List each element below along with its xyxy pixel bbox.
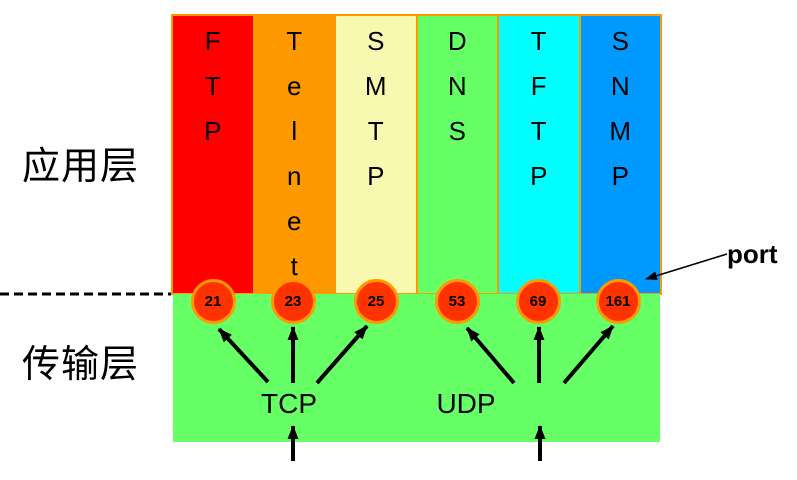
column-label: SNMP [605, 26, 636, 206]
port-circle-53: 53 [434, 279, 480, 324]
column-label: Telnet [279, 26, 310, 296]
column-label: TFTP [523, 26, 554, 206]
column-ftp: FTP [173, 16, 253, 293]
udp-label: UDP [436, 388, 496, 419]
column-label: DNS [442, 26, 473, 161]
column-dns: DNS [417, 16, 497, 293]
column-smtp: SMTP [336, 16, 416, 293]
tcp-label: TCP [261, 388, 317, 419]
column-label: SMTP [360, 26, 391, 206]
port-circle-21: 21 [190, 279, 236, 324]
port-circle-25: 25 [353, 279, 399, 324]
port-circle-69: 69 [515, 279, 561, 324]
transport-layer-box [173, 294, 660, 442]
column-snmp: SNMP [580, 16, 660, 293]
application-columns: FTP Telnet SMTP DNS TFTP SNMP [171, 14, 662, 296]
transport-layer-label: 传输层 [22, 344, 140, 386]
column-tftp: TFTP [499, 16, 579, 293]
column-telnet: Telnet [254, 16, 334, 296]
application-layer-label: 应用层 [22, 146, 140, 188]
port-callout-label: port [727, 239, 778, 269]
column-label: FTP [197, 26, 228, 161]
port-circle-23: 23 [270, 279, 316, 324]
port-circle-161: 161 [595, 279, 641, 324]
